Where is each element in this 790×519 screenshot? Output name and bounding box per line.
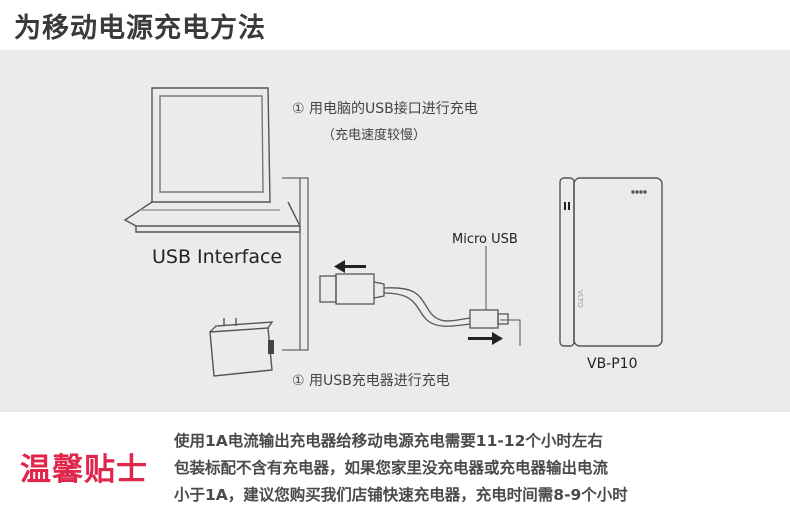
method1-label: ① 用电脑的USB接口进行充电 (292, 101, 478, 117)
left-arrow-icon (334, 260, 366, 273)
connector-bracket (282, 177, 309, 351)
device-model-label: VB-P10 (587, 356, 638, 372)
method1-note: （充电速度较慢） (322, 128, 427, 143)
header: 为移动电源充电方法 (0, 0, 790, 50)
tips-text: 使用1A电流输出充电器给移动电源充电需要11-12个小时左右 包装标配不含有充电… (174, 428, 628, 509)
usb-interface-label: USB Interface (152, 246, 283, 268)
device-brand-label: VLTO (576, 290, 584, 308)
diagram-illustration (123, 87, 663, 377)
charging-diagram: ① 用电脑的USB接口进行充电 （充电速度较慢） USB Interface M… (0, 50, 790, 412)
page-title: 为移动电源充电方法 (14, 13, 266, 44)
usb-cable-icon (319, 273, 509, 329)
tips-line: 使用1A电流输出充电器给移动电源充电需要11-12个小时左右 (174, 432, 603, 450)
tips-section: 温馨贴士 使用1A电流输出充电器给移动电源充电需要11-12个小时左右 包装标配… (0, 412, 790, 519)
wall-charger-icon (209, 318, 274, 377)
device-pointer (500, 319, 521, 346)
tips-title: 温馨贴士 (20, 452, 148, 488)
micro-usb-label: Micro USB (452, 232, 518, 247)
method2-label: ① 用USB充电器进行充电 (292, 373, 450, 389)
laptop-icon (123, 87, 302, 233)
tips-line: 小于1A，建议您购买我们店铺快速充电器，充电时间需8-9个小时 (174, 486, 628, 504)
tips-line: 包装标配不含有充电器，如果您家里没充电器或充电器输出电流 (174, 459, 609, 477)
right-arrow-icon (468, 332, 503, 345)
power-bank-icon (559, 177, 663, 347)
